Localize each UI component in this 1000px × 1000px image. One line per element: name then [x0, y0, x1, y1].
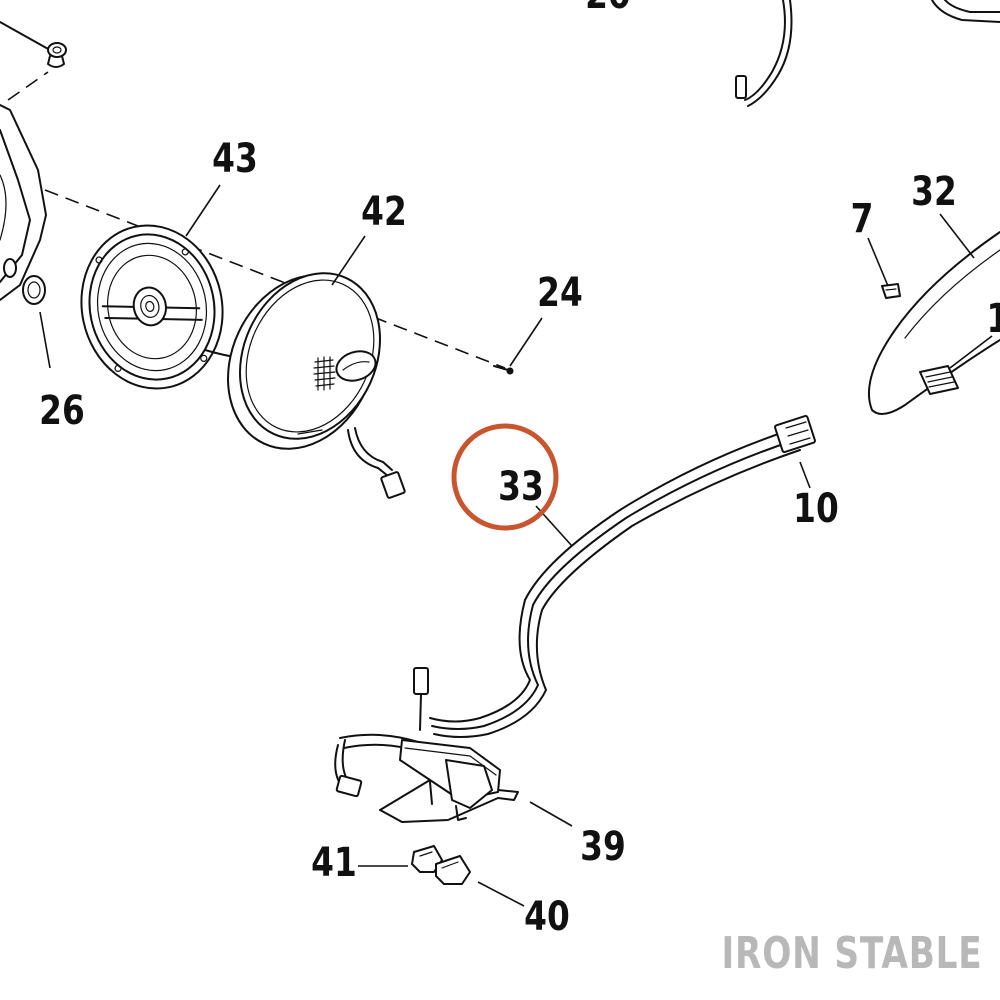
grommet-part	[22, 275, 46, 305]
callout-7: 7	[851, 195, 874, 242]
callout-24: 24	[537, 269, 583, 316]
callout-26: 26	[39, 387, 85, 434]
wire-fragment	[735, 0, 793, 107]
speaker-part	[80, 224, 224, 390]
grille-mesh	[313, 356, 336, 391]
fairing-part	[0, 21, 51, 301]
callout-10: 10	[793, 485, 839, 532]
mount-part-41	[411, 845, 443, 873]
callout-33: 33	[498, 463, 544, 510]
callout-32: 32	[911, 168, 957, 215]
clip-part	[881, 283, 901, 299]
grille-part	[227, 272, 381, 450]
callout-1: 1	[987, 295, 1000, 342]
callout-39: 39	[580, 823, 626, 870]
callout-42: 42	[361, 188, 407, 235]
module-part	[334, 667, 519, 823]
highlight-circle	[451, 423, 559, 531]
watermark-text: IRON STABLE	[722, 928, 983, 979]
harness-part	[429, 414, 816, 738]
mount-part-40	[435, 855, 471, 885]
housing-fragment	[931, 0, 1000, 23]
assembly-axis	[44, 189, 506, 369]
callout-labels: 20 43 42 32 7 1 24 26 33 10 39 41 40	[39, 0, 1000, 940]
callout-41: 41	[311, 839, 357, 886]
callout-40: 40	[524, 893, 570, 940]
callout-43: 43	[212, 135, 258, 182]
screw-part	[47, 42, 67, 68]
callout-20: 20	[585, 0, 631, 18]
grille-wire	[347, 427, 406, 499]
harness-connector	[774, 414, 816, 454]
pin-part	[493, 365, 514, 375]
connector-part	[919, 365, 959, 395]
